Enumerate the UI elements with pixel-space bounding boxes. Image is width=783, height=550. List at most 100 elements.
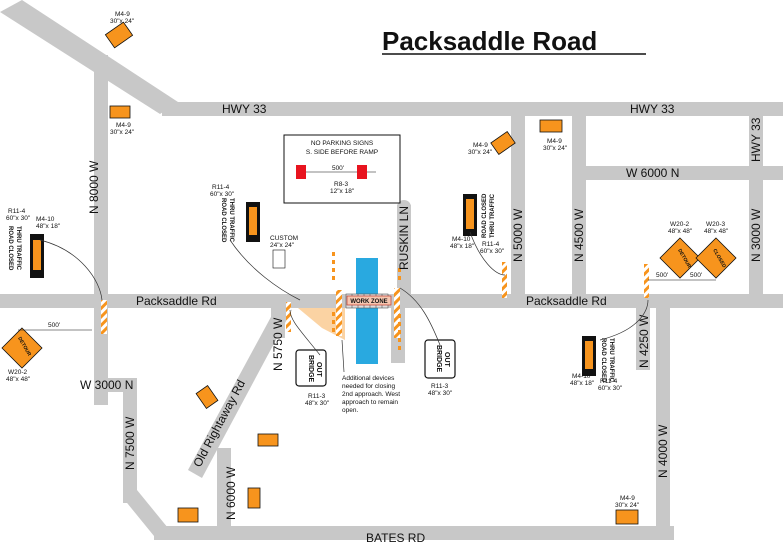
size-w202-left: 48"x 48" [6, 376, 31, 383]
road-packsaddle [0, 294, 783, 308]
distance-left: 500' [48, 322, 60, 329]
road-n4500w [572, 116, 586, 294]
barricade-w8000 [101, 300, 107, 334]
detour-arrow-6000-b-icon [247, 487, 261, 509]
road-closed-right-line3: THRU TRAFFIC [608, 338, 614, 383]
road-diagonal-nw [0, 0, 178, 114]
detour-arrow-n5000b-icon [539, 119, 563, 133]
code-r114-left: R11-4 [8, 208, 26, 215]
label-n7500w: N 7500 W [123, 416, 137, 470]
size-m49-n5000-right: 30"x 24" [543, 145, 568, 152]
label-bates: BATES RD [366, 531, 425, 545]
note-line2: needed for closing [342, 383, 396, 390]
note-line3: 2nd approach. West [342, 391, 400, 398]
road-closed-left-line1: ROAD CLOSED [7, 226, 13, 271]
bridge-out-right-line1: BRIDGE [435, 345, 442, 373]
channelizers [332, 252, 401, 350]
sign-code-labels: M4-9 30"x 24" M4-9 30"x 24" M4-9 30"x 24… [6, 11, 729, 509]
detour-arrow-n5000-icon [490, 130, 516, 156]
parking-line1: NO PARKING SIGNS [311, 140, 374, 147]
label-w3000n: W 3000 N [80, 378, 133, 392]
detour-arrow-top-icon [104, 21, 134, 49]
size-r114-n5000: 60"x 30" [480, 248, 505, 255]
size-m49-top: 30"x 24" [110, 18, 135, 25]
code-w203-right: W20-3 [706, 221, 726, 228]
no-parking-sign-left-icon [296, 165, 306, 179]
size-r113-right: 48"x 30" [428, 390, 453, 397]
bridge-out-right-icon [424, 339, 456, 379]
road-closed-ahead-right-icon [695, 237, 737, 279]
code-m49-n5000-right: M4-9 [547, 138, 562, 145]
note-line1: Additional devices [342, 375, 395, 382]
label-n4500w: N 4500 W [572, 208, 586, 262]
road-n6000w [217, 448, 231, 530]
road-closed-n5000-line1: ROAD CLOSED [482, 193, 488, 238]
detour-arrow-oldright-icon [195, 385, 219, 409]
bridge-out-signs: BRIDGE OUT BRIDGE OUT [295, 339, 456, 387]
m410-signs [30, 194, 596, 376]
label-w6000n: W 6000 N [626, 166, 679, 180]
code-m49-n5000-left: M4-9 [473, 142, 488, 149]
road-closed-signs: ROAD CLOSED THRU TRAFFIC ROAD CLOSED THR… [7, 193, 614, 383]
road-n8000w [94, 55, 108, 405]
barricade-west-bridge [336, 290, 342, 336]
code-r113-left: R11-3 [308, 393, 326, 400]
label-ruskin: RUSKIN LN [397, 206, 411, 270]
size-r113-left: 48"x 30" [305, 400, 330, 407]
detour-arrow-6000-a-icon [257, 433, 279, 447]
parking-line2: S. SIDE BEFORE RAMP [306, 149, 378, 156]
note-line5: open. [342, 407, 358, 414]
bridge-out-left-line1: BRIDGE [307, 355, 314, 383]
size-custom: 24"x 24" [270, 242, 295, 249]
parking-distance: 500' [332, 165, 344, 172]
bridge-out-right-line2: OUT [443, 352, 450, 368]
r83-size: 12"x 18" [330, 188, 355, 195]
distance-right1: 500' [656, 272, 668, 279]
size-m49-hwy: 30"x 24" [110, 129, 135, 136]
label-packsaddle-left: Packsaddle Rd [136, 294, 217, 308]
road-bates-connector [123, 490, 168, 536]
size-m49-n5000-left: 30"x 24" [468, 149, 493, 156]
label-hwy33-vertical: HWY 33 [749, 117, 763, 162]
size-w202-right: 48"x 48" [668, 228, 693, 235]
label-hwy33: HWY 33 [222, 102, 267, 116]
barricade-east-bridge [394, 288, 400, 338]
code-r114-right: R11-4 [600, 378, 618, 385]
label-packsaddle-right: Packsaddle Rd [526, 294, 607, 308]
detour-arrow-signs [104, 21, 639, 525]
size-m410-n5000: 48"x 18" [450, 243, 475, 250]
leader-lines [39, 231, 649, 373]
detour-ahead-right-icon [659, 237, 701, 279]
road-closed-left-line3: THRU TRAFFIC [15, 226, 21, 271]
road-n4000w [656, 308, 670, 540]
detour-arrow-hwy-icon [109, 105, 131, 119]
road-old-rightaway [188, 304, 292, 478]
code-r114-center: R11-4 [212, 184, 230, 191]
additional-note: Additional devices needed for closing 2n… [342, 375, 400, 414]
river [356, 258, 378, 364]
road-n7500w [123, 378, 137, 503]
code-m410-right: M4-10 [572, 373, 591, 380]
label-n5000w: N 5000 W [511, 208, 525, 262]
road-w3000n [94, 378, 137, 392]
size-r114-right: 60"x 30" [598, 385, 623, 392]
label-n4250w: N 4250 W [637, 314, 651, 368]
label-n4000w: N 4000 W [656, 424, 670, 478]
label-n8000w: N 8000 W [87, 160, 101, 214]
diamond-signs [1, 237, 737, 369]
note-line4: approach to remain [342, 399, 398, 406]
label-n6000w: N 6000 W [224, 466, 238, 520]
label-hwy33-right: HWY 33 [630, 102, 675, 116]
road-closed-center-line3: THRU TRAFFIC [228, 198, 234, 243]
bridge-out-left-line2: OUT [315, 362, 322, 378]
map-title: Packsaddle Road [382, 26, 597, 56]
barricade-right [644, 264, 649, 298]
size-r114-center: 60"x 30" [210, 191, 235, 198]
road-closed-right-line1: ROAD CLOSED [600, 338, 606, 383]
road-hwy33 [162, 102, 783, 116]
label-n5750w: N 5750 W [271, 317, 285, 371]
work-zone-label: WORK ZONE [350, 299, 387, 305]
